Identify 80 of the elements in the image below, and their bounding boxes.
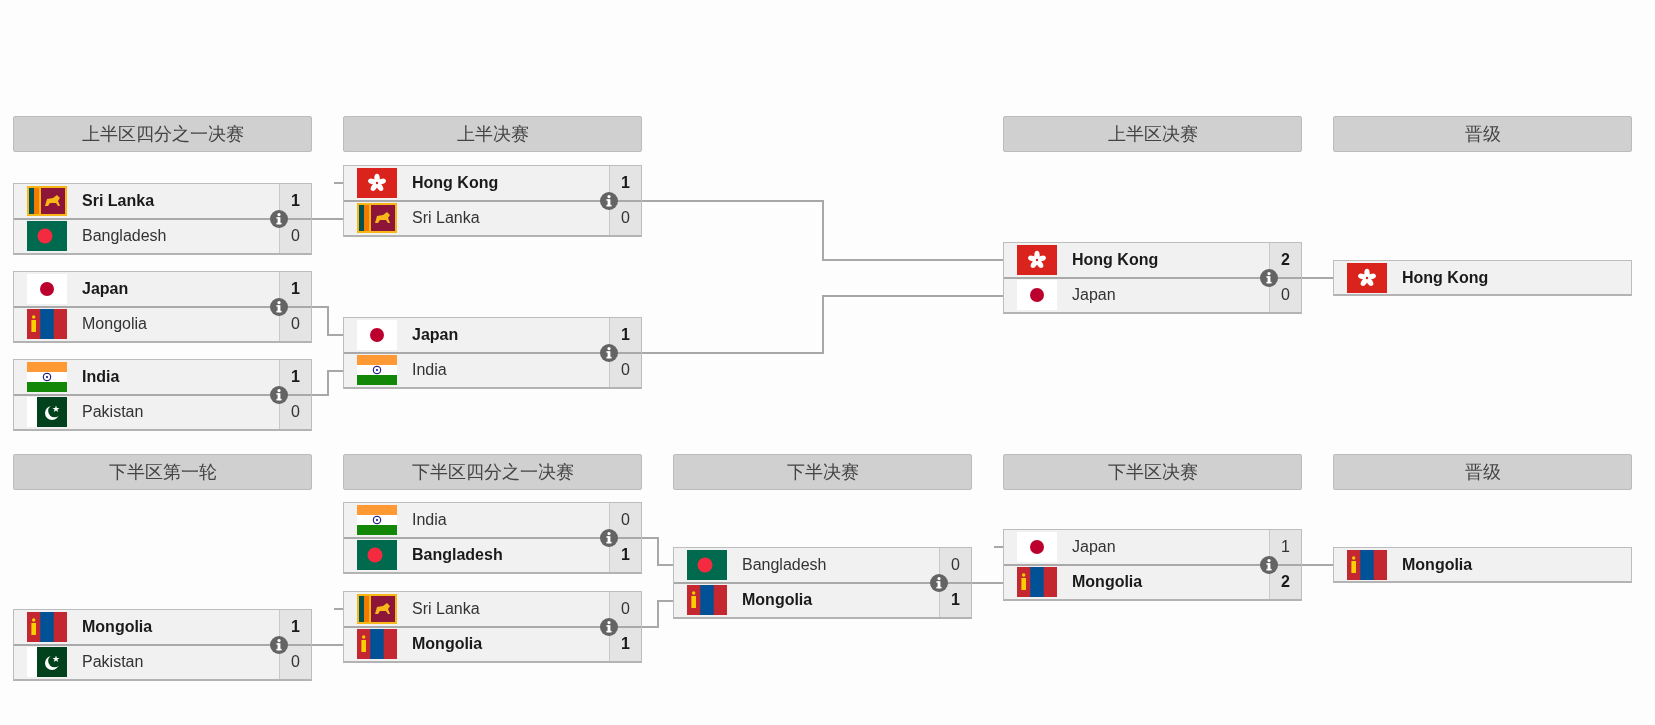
connector-line bbox=[993, 546, 1004, 548]
score-cell: 0 bbox=[609, 201, 641, 235]
connector-line bbox=[333, 182, 344, 184]
score-cell: 0 bbox=[939, 548, 971, 582]
team-name: Mongolia bbox=[82, 314, 147, 335]
team-name: Mongolia bbox=[742, 590, 813, 611]
team-name: Japan bbox=[1072, 285, 1116, 306]
score-cell: 0 bbox=[279, 219, 311, 253]
score-cell: 1 bbox=[279, 360, 311, 394]
score-cell: 0 bbox=[279, 307, 311, 341]
connector-line bbox=[641, 200, 1004, 261]
match-box bbox=[343, 165, 642, 237]
connector-line bbox=[311, 370, 344, 396]
match-box bbox=[13, 609, 312, 681]
score-cell: 1 bbox=[609, 318, 641, 352]
score-cell: 1 bbox=[609, 166, 641, 200]
match-box bbox=[13, 359, 312, 431]
team-name: India bbox=[412, 509, 447, 530]
team-name: Bangladesh bbox=[82, 226, 167, 247]
connector-line bbox=[971, 582, 1004, 584]
match-box bbox=[343, 317, 642, 389]
match-box bbox=[1003, 242, 1302, 314]
score-cell: 0 bbox=[1269, 278, 1301, 312]
connector-line bbox=[311, 644, 344, 646]
team-name: Mongolia bbox=[1402, 554, 1473, 575]
match-box bbox=[673, 547, 972, 619]
score-cell: 1 bbox=[279, 610, 311, 644]
score-cell: 0 bbox=[279, 645, 311, 679]
connector-line bbox=[1301, 277, 1334, 279]
team-name: Pakistan bbox=[82, 402, 144, 423]
team-name: Bangladesh bbox=[742, 554, 827, 575]
team-name: Japan bbox=[1072, 536, 1116, 557]
team-name: Japan bbox=[412, 324, 459, 345]
connector-line bbox=[311, 306, 344, 336]
score-cell: 0 bbox=[609, 503, 641, 537]
team-name: Hong Kong bbox=[412, 172, 499, 193]
score-cell: 1 bbox=[1269, 530, 1301, 564]
round-header: 下半区四分之一决赛 bbox=[343, 454, 642, 490]
team-name: Hong Kong bbox=[1072, 249, 1159, 270]
connector-line bbox=[641, 295, 1004, 354]
team-name: Bangladesh bbox=[412, 545, 503, 566]
connector-line bbox=[311, 218, 344, 220]
team-name: Pakistan bbox=[82, 652, 144, 673]
connector-line bbox=[641, 600, 674, 628]
round-header: 下半区决赛 bbox=[1003, 454, 1302, 490]
team-name: Mongolia bbox=[1072, 572, 1143, 593]
score-cell: 1 bbox=[939, 583, 971, 617]
score-cell: 1 bbox=[279, 184, 311, 218]
connector-line bbox=[1301, 564, 1334, 566]
score-cell: 1 bbox=[609, 538, 641, 572]
score-cell: 0 bbox=[609, 353, 641, 387]
team-name: Sri Lanka bbox=[82, 190, 155, 211]
match-box bbox=[13, 183, 312, 255]
match-box bbox=[1003, 529, 1302, 601]
score-cell: 2 bbox=[1269, 243, 1301, 277]
round-header: 上半区决赛 bbox=[1003, 116, 1302, 152]
round-header: 下半决赛 bbox=[673, 454, 972, 490]
match-box bbox=[13, 271, 312, 343]
score-cell: 0 bbox=[279, 395, 311, 429]
team-name: India bbox=[82, 366, 120, 387]
round-header: 晋级 bbox=[1333, 454, 1632, 490]
match-box bbox=[343, 591, 642, 663]
team-name: Hong Kong bbox=[1402, 267, 1489, 288]
team-name: Mongolia bbox=[412, 634, 483, 655]
connector-line bbox=[641, 537, 674, 566]
round-header: 晋级 bbox=[1333, 116, 1632, 152]
score-cell: 1 bbox=[279, 272, 311, 306]
round-header: 下半区第一轮 bbox=[13, 454, 312, 490]
team-name: Mongolia bbox=[82, 616, 153, 637]
score-cell: 2 bbox=[1269, 565, 1301, 599]
match-box bbox=[343, 502, 642, 574]
round-header: 上半决赛 bbox=[343, 116, 642, 152]
score-cell: 0 bbox=[609, 592, 641, 626]
connector-line bbox=[333, 608, 344, 610]
team-name: Sri Lanka bbox=[412, 208, 480, 229]
score-cell: 1 bbox=[609, 627, 641, 661]
team-name: India bbox=[412, 360, 447, 381]
team-name: Sri Lanka bbox=[412, 598, 480, 619]
round-header: 上半区四分之一决赛 bbox=[13, 116, 312, 152]
team-name: Japan bbox=[82, 278, 129, 299]
